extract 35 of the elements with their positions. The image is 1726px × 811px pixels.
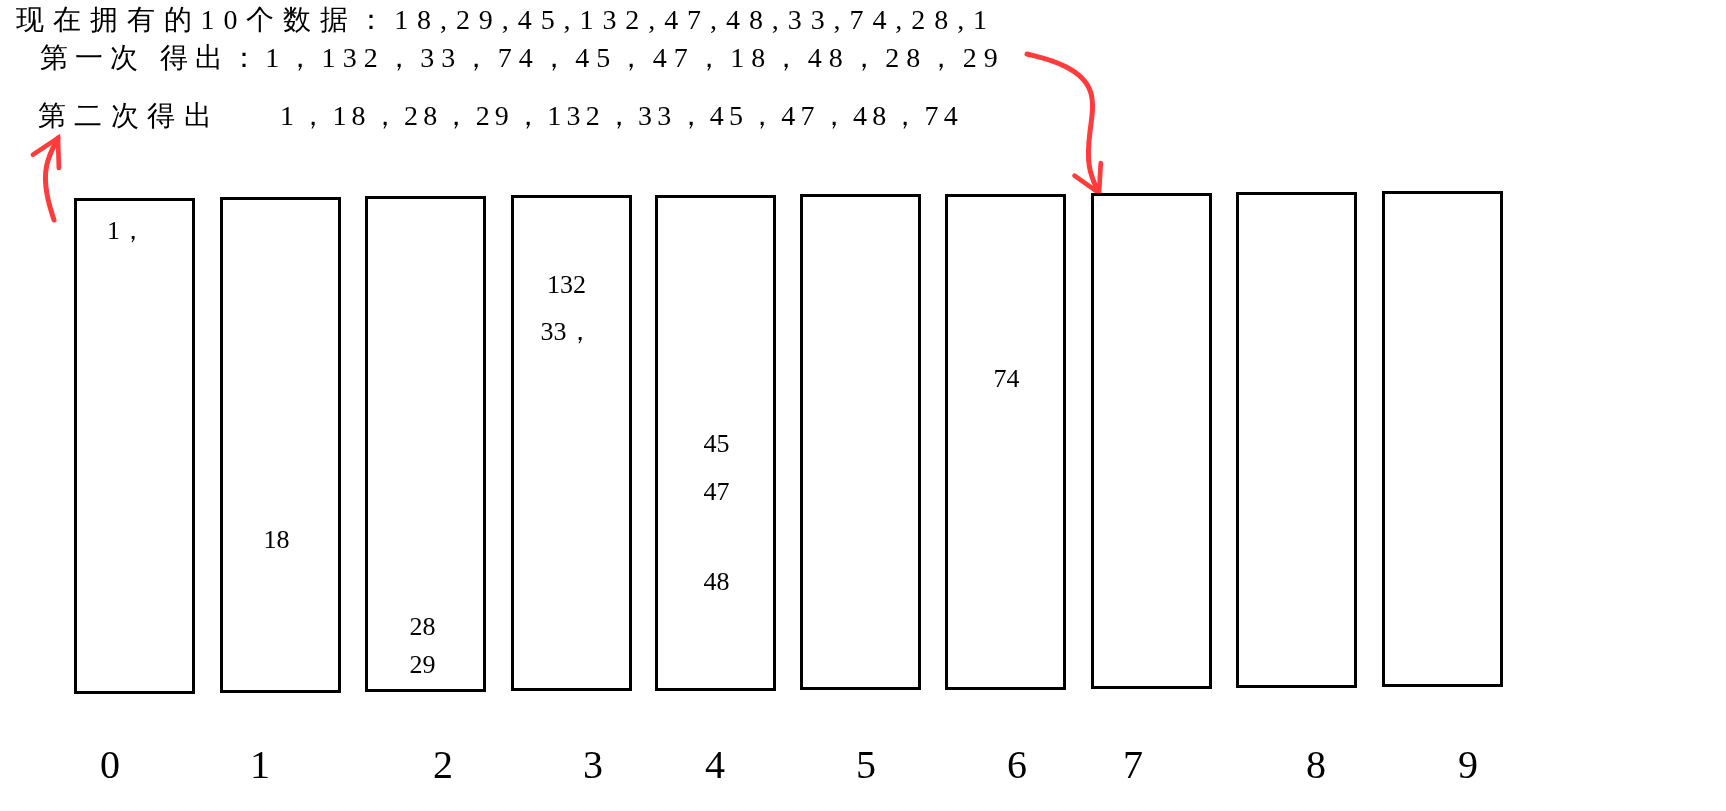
bucket-value: 33， [540,317,593,347]
bucket-value: 47 [703,477,730,507]
bucket-value: 18 [263,525,290,555]
bucket-index: 7 [1123,743,1143,787]
empty-bucket-box [800,194,921,690]
bucket-box [220,197,341,693]
bucket-value: 45 [703,429,730,459]
bucket-box [74,198,195,694]
sorted-sequence: 1，18，28，29，132，33，45，47，48，74 [280,100,963,132]
bucket-value: 29 [409,650,436,680]
bucket-index: 4 [705,743,725,787]
empty-bucket-box [1091,193,1212,689]
bucket-index: 5 [856,743,876,787]
bucket-index: 6 [1007,743,1027,787]
bucket-box [365,196,486,692]
bucket-value: 1， [107,216,146,246]
empty-bucket-box [1382,191,1503,687]
text-line: 第一次 得出：1，132，33，74，45，47，18，48，28，29 [40,42,1005,74]
bucket-value: 132 [547,270,586,300]
arrow [30,135,62,223]
bucket-box [511,195,632,691]
empty-bucket-box [1236,192,1357,688]
bucket-index: 8 [1306,743,1326,787]
bucket-value: 28 [409,612,436,642]
bucket-index: 3 [583,743,603,787]
text-line: 第二次得出 [38,100,220,132]
bucket-value: 74 [993,364,1020,394]
bucket-box [655,195,776,691]
bucket-box [945,194,1066,690]
text-line: 现在拥有的10个数据：18,29,45,132,47,48,33,74,28,1 [16,4,996,36]
bucket-index: 2 [433,743,453,787]
bucket-index: 1 [250,743,270,787]
bucket-value: 48 [703,567,730,597]
bucket-index: 0 [100,743,120,787]
bucket-index: 9 [1458,743,1478,787]
